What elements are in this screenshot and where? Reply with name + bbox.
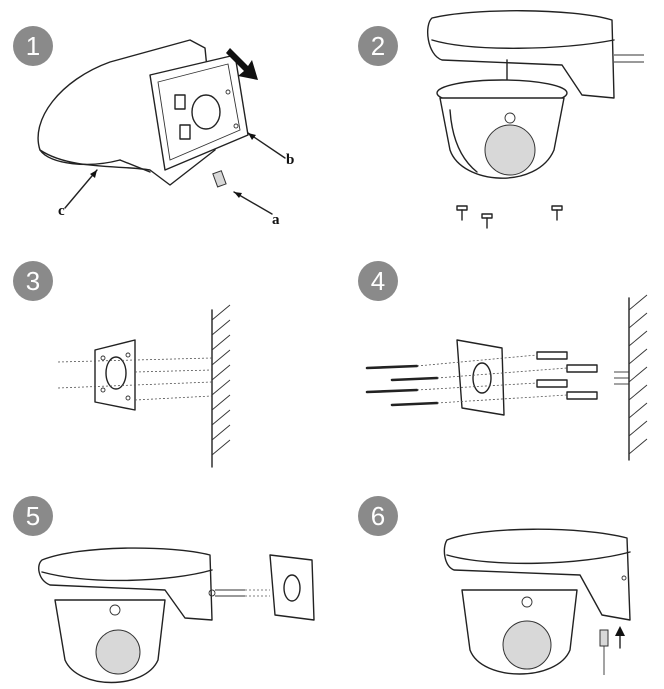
callout-b-label: b: [286, 152, 295, 168]
callout-a-label: a: [272, 212, 280, 228]
step-2-panel: 2: [332, 0, 664, 229]
wood-screw-icon: [365, 364, 439, 407]
step-1-illustration: [37, 39, 286, 215]
step-badge: 5: [13, 496, 53, 536]
wall-anchor-icon: [536, 351, 598, 400]
arrow-up-icon: [615, 626, 625, 636]
step-6-illustration: [443, 528, 631, 675]
step-badge: 2: [358, 26, 398, 66]
step-4-panel: 4: [332, 240, 664, 469]
step-1-panel: 1 b a c: [0, 0, 332, 229]
step-badge: 1: [13, 26, 53, 66]
step-5-panel: 5: [0, 460, 332, 689]
step-badge: 4: [358, 261, 398, 301]
step-3-panel: 3: [0, 240, 332, 469]
callout-c-label: c: [58, 203, 65, 219]
screw-icon: [456, 205, 563, 229]
step-2-illustration: [426, 10, 644, 229]
step-3-illustration: [57, 304, 231, 468]
step-5-illustration: [38, 547, 315, 684]
step-badge: 3: [13, 261, 53, 301]
step-4-illustration: [365, 294, 648, 461]
step-6-panel: 6: [332, 460, 664, 689]
step-badge: 6: [358, 496, 398, 536]
